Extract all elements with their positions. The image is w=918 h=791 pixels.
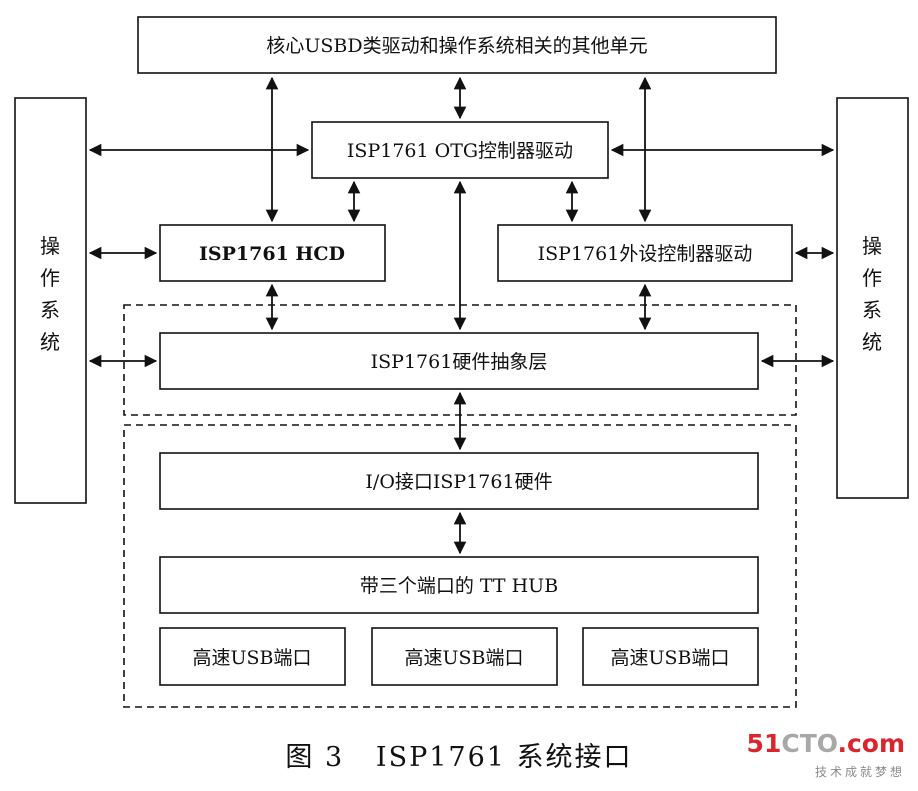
otg-driver-box [311,121,609,179]
os-right-char-2: 作 [862,266,882,290]
os-left-box [14,97,87,504]
tt-hub-label: 带三个端口的 TT HUB [360,575,558,597]
os-right-char-4: 统 [862,330,882,354]
tt-hub-box [159,556,759,614]
usb-port-label-1: 高速USB端口 [193,647,312,669]
usb-port-box-2 [371,627,558,686]
hcd-box [159,224,386,282]
peripheral-driver-box [497,224,793,282]
usb-port-box-1 [159,627,346,686]
hcd-label: ISP1761 HCD [199,243,345,265]
os-left-char-4: 统 [40,330,60,354]
otg-driver-label: ISP1761 OTG控制器驱动 [347,140,573,162]
os-left-char-2: 作 [40,266,60,290]
hal-label: ISP1761硬件抽象层 [371,351,548,373]
top-box-label: 核心USBD类驱动和操作系统相关的其他单元 [266,35,647,57]
hal-box [159,332,759,390]
peripheral-driver-label: ISP1761外设控制器驱动 [538,243,753,265]
io-hardware-box [159,452,759,510]
figure-caption: 图 3 ISP1761 系统接口 [285,742,632,773]
os-left-char-1: 操 [40,234,60,258]
usb-port-box-3 [582,627,759,686]
usb-port-label-2: 高速USB端口 [405,647,524,669]
top-box [137,16,777,74]
watermark-logo: 51CTO.com [747,729,905,758]
os-left-char-3: 系 [40,298,60,322]
io-hardware-label: I/O接口ISP1761硬件 [365,471,552,493]
usb-port-label-3: 高速USB端口 [611,647,730,669]
watermark-slogan: 技术成就梦想 [815,764,905,779]
os-right-box [836,97,909,499]
os-right-char-1: 操 [862,234,882,258]
os-right-char-3: 系 [862,298,882,322]
